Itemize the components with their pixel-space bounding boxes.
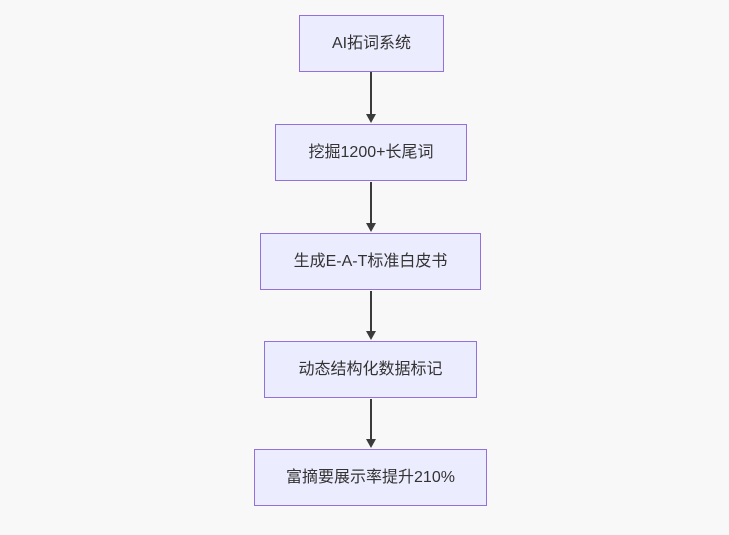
arrow-down-icon (366, 331, 376, 340)
flow-node-structured-data-markup: 动态结构化数据标记 (264, 341, 477, 398)
flow-node-ai-keyword-system: AI拓词系统 (299, 15, 444, 72)
arrow-line (370, 291, 372, 331)
arrow-line (370, 182, 372, 223)
flow-node-label: AI拓词系统 (331, 34, 412, 52)
arrow-line (370, 399, 372, 439)
flow-node-longtail-mining: 挖掘1200+长尾词 (275, 124, 467, 181)
flow-node-label: 动态结构化数据标记 (298, 360, 443, 378)
flow-edge-3 (365, 291, 377, 340)
flow-edge-2 (365, 182, 377, 232)
arrow-down-icon (366, 439, 376, 448)
flow-edge-1 (365, 72, 377, 123)
arrow-line (370, 72, 372, 114)
arrow-down-icon (366, 223, 376, 232)
flow-node-label: 富摘要展示率提升210% (286, 468, 455, 486)
arrow-down-icon (366, 114, 376, 123)
flow-edge-4 (365, 399, 377, 448)
flow-node-label: 挖掘1200+长尾词 (308, 143, 434, 161)
flow-node-label: 生成E-A-T标准白皮书 (293, 252, 448, 270)
flow-node-eat-whitepaper: 生成E-A-T标准白皮书 (260, 233, 481, 290)
flow-node-rich-snippet-result: 富摘要展示率提升210% (254, 449, 487, 506)
